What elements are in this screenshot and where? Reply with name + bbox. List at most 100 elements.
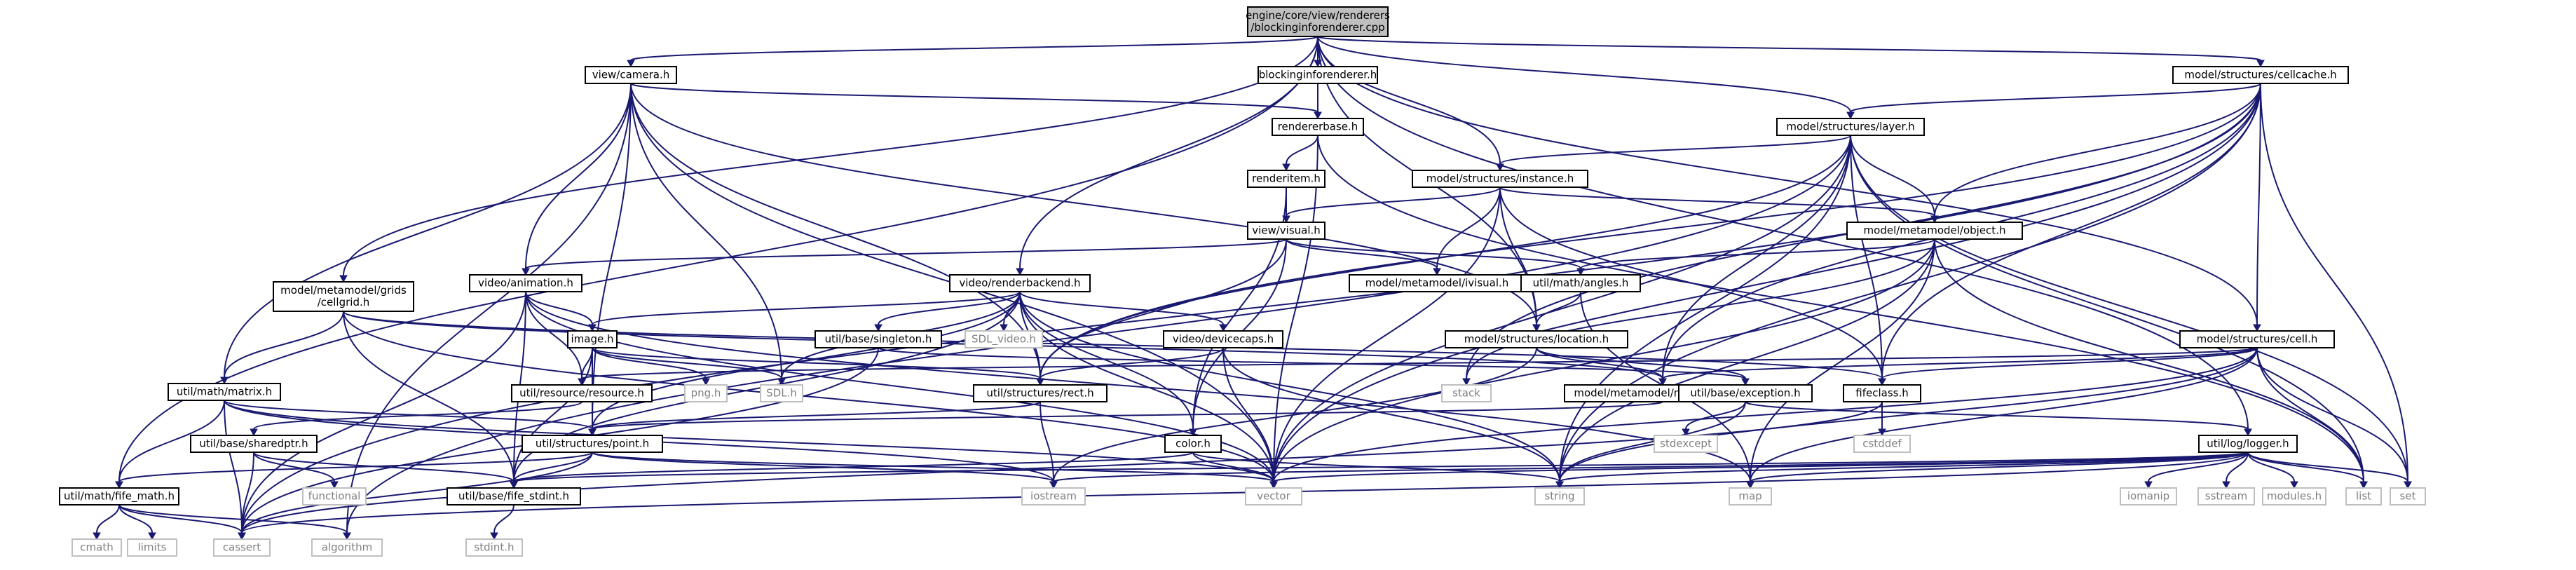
node-label: util/log/logger.h <box>2207 437 2289 450</box>
node-label: video/renderbackend.h <box>959 277 1080 290</box>
node-util-math-angles-h[interactable]: util/math/angles.h <box>1520 274 1641 292</box>
edge-point-to-stdint <box>510 452 593 489</box>
node-label: /blockinginforenderer.cpp <box>1250 21 1384 34</box>
node-blockinginforenderer-h[interactable]: blockinginforenderer.h <box>1258 66 1378 84</box>
edge-renderbackend-to-sdlvideo <box>1000 291 1021 332</box>
node-util-math-fife-math-h[interactable]: util/math/fife_math.h <box>59 487 179 505</box>
node-label: util/base/sharedptr.h <box>199 437 308 450</box>
node-sdl-h: SDL.h <box>760 384 803 402</box>
node-model-metamodel-object-h[interactable]: model/metamodel/object.h <box>1846 222 2023 240</box>
node-label: util/math/matrix.h <box>177 386 272 398</box>
node-fifeclass-h[interactable]: fifeclass.h <box>1843 384 1921 402</box>
node-label: util/structures/point.h <box>536 437 649 450</box>
node-label: view/camera.h <box>592 69 670 81</box>
node-model-structures-cell-h[interactable]: model/structures/cell.h <box>2179 330 2335 348</box>
node-renderitem-h[interactable]: renderitem.h <box>1247 170 1326 188</box>
node-string: string <box>1534 487 1585 505</box>
edge-cellcache-to-cell <box>2253 83 2261 332</box>
node-label: model/structures/layer.h <box>1786 121 1914 133</box>
edge-cellcache-to-object <box>1930 83 2261 224</box>
node-video-renderbackend-h[interactable]: video/renderbackend.h <box>949 274 1091 292</box>
edge-visual-to-ivisual <box>1286 238 1441 276</box>
node-label: video/animation.h <box>478 277 573 290</box>
node-label: /cellgrid.h <box>318 296 370 308</box>
node-label: stdint.h <box>474 541 514 554</box>
node-view-camera-h[interactable]: view/camera.h <box>585 66 677 84</box>
edge-object-to-list <box>1934 238 2368 489</box>
edge-fifemath-to-limits <box>118 504 156 541</box>
node-model-structures-location-h[interactable]: model/structures/location.h <box>1445 330 1628 348</box>
node-map: map <box>1729 487 1772 505</box>
node-model-structures-layer-h[interactable]: model/structures/layer.h <box>1776 118 1925 136</box>
edge-devicecaps-to-rect <box>1036 347 1224 386</box>
node-util-structures-rect-h[interactable]: util/structures/rect.h <box>973 384 1108 402</box>
node-label: functional <box>308 490 361 503</box>
edge-layer-to-vector <box>1269 135 1851 489</box>
node-label: iostream <box>1030 490 1077 503</box>
node-label: set <box>2400 490 2416 503</box>
node-util-base-singleton-h[interactable]: util/base/singleton.h <box>815 330 942 348</box>
node-functional: functional <box>302 487 367 505</box>
node-vector: vector <box>1245 487 1302 505</box>
node-label: string <box>1544 490 1574 503</box>
node-label: vector <box>1257 490 1290 503</box>
edge-angles-to-location <box>1532 291 1581 332</box>
node-util-base-sharedptr-h[interactable]: util/base/sharedptr.h <box>190 435 318 453</box>
edge-matrix-to-point <box>224 400 597 437</box>
node-label: modules.h <box>2267 490 2322 503</box>
node-label: util/math/angles.h <box>1533 277 1629 290</box>
node-util-math-matrix-h[interactable]: util/math/matrix.h <box>168 383 281 401</box>
node-util-base-exception-h[interactable]: util/base/exception.h <box>1678 384 1813 402</box>
node-model-structures-cellcache-h[interactable]: model/structures/cellcache.h <box>2172 66 2349 84</box>
node-view-visual-h[interactable]: view/visual.h <box>1247 222 1326 240</box>
edge-image-to-sdl <box>592 347 786 386</box>
edge-logger-to-modules <box>2247 452 2298 489</box>
edge-object-to-angles <box>1576 238 1935 276</box>
node-label: stack <box>1452 387 1480 400</box>
node-cmath: cmath <box>71 538 122 557</box>
node-iostream: iostream <box>1021 487 1086 505</box>
node-label: limits <box>138 541 167 554</box>
edge-fifemath-to-cassert <box>118 504 246 541</box>
node-label: cmath <box>80 541 113 554</box>
node-model-structures-instance-h[interactable]: model/structures/instance.h <box>1412 170 1588 188</box>
node-modules-h: modules.h <box>2262 487 2326 505</box>
node-util-structures-point-h[interactable]: util/structures/point.h <box>522 435 663 453</box>
node-util-base-fife-stdint-h[interactable]: util/base/fife_stdint.h <box>447 487 581 505</box>
node-label: model/metamodel/ivisual.h <box>1365 277 1509 290</box>
node-sdl-video-h: SDL_video.h <box>965 330 1043 348</box>
node-label: SDL_video.h <box>972 333 1036 346</box>
edge-stdint-to-stdinth <box>490 504 514 541</box>
edge-root-to-cellgrid <box>339 36 1318 283</box>
node-label: util/base/exception.h <box>1690 387 1800 400</box>
node-stdexcept: stdexcept <box>1654 435 1718 453</box>
node-engine-core-view-renderers-blockinginforenderer-cpp[interactable]: engine/core/view/renderers/blockinginfor… <box>1246 6 1390 37</box>
edge-visual-to-animation <box>522 238 1287 276</box>
node-label: util/base/fife_stdint.h <box>458 490 569 503</box>
node-util-log-logger-h[interactable]: util/log/logger.h <box>2198 435 2298 453</box>
node-model-metamodel-grids-cellgrid-h[interactable]: model/metamodel/grids/cellgrid.h <box>273 281 414 312</box>
node-set: set <box>2390 487 2426 505</box>
node-model-metamodel-ivisual-h[interactable]: model/metamodel/ivisual.h <box>1349 274 1525 292</box>
edge-cellgrid-to-matrix <box>220 311 344 385</box>
node-util-resource-resource-h[interactable]: util/resource/resource.h <box>511 384 653 402</box>
node-label: map <box>1738 490 1761 503</box>
edge-renderbackend-to-devicecaps <box>1019 291 1227 332</box>
node-color-h[interactable]: color.h <box>1164 435 1222 453</box>
edge-point-to-fifemath <box>115 452 593 489</box>
node-label: model/structures/cell.h <box>2197 333 2318 346</box>
node-video-devicecaps-h[interactable]: video/devicecaps.h <box>1163 330 1283 348</box>
edges-layer <box>93 36 2412 541</box>
node-label: png.h <box>691 387 721 400</box>
edge-fifemath-to-algorithm <box>118 504 351 541</box>
nodes-layer: engine/core/view/renderers/blockinginfor… <box>59 6 2426 557</box>
node-label: model/structures/instance.h <box>1426 172 1574 185</box>
node-rendererbase-h[interactable]: rendererbase.h <box>1272 118 1364 136</box>
node-iomanip: iomanip <box>2120 487 2177 505</box>
node-label: video/devicecaps.h <box>1173 333 1274 346</box>
edge-color-to-vector <box>1192 452 1278 489</box>
node-label: util/resource/resource.h <box>519 387 644 400</box>
edge-cell-to-modelcoords <box>1658 347 2258 386</box>
node-image-h[interactable]: image.h <box>567 330 618 348</box>
node-video-animation-h[interactable]: video/animation.h <box>469 274 582 292</box>
